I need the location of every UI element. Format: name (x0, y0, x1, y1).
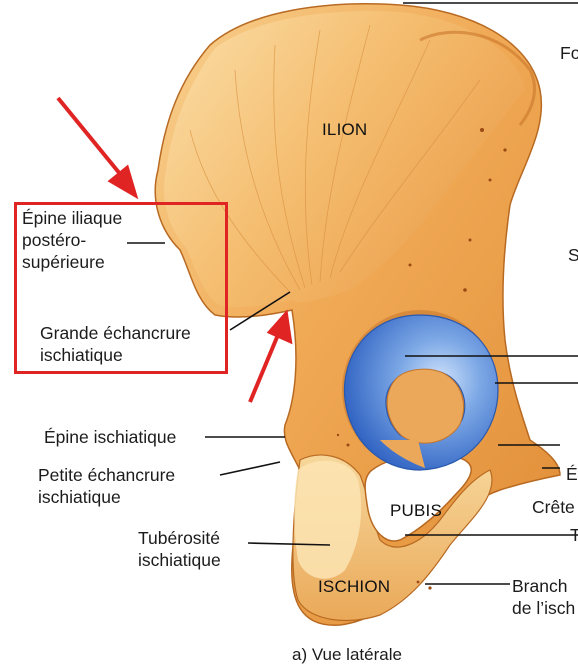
label-ischial-spine: Épine ischiatique (44, 427, 177, 447)
ischial-tuberosity-area (294, 460, 362, 579)
label-right-cut-6: Branch de l’isch (512, 576, 576, 618)
arrow-to-posterior-superior-spine (56, 96, 127, 182)
iliac-wing (164, 10, 525, 308)
label-ilium: ILION (322, 120, 368, 139)
figure-caption: a) Vue latérale (292, 645, 402, 664)
label-right-cut-2: S (568, 245, 578, 265)
label-lesser-sciatic-notch: Petite échancrure ischiatique (38, 465, 176, 507)
label-posterior-superior-iliac-spine: Épine iliaque postéro- supérieure (22, 208, 123, 272)
leader-lines (127, 2, 578, 585)
acetabular-notch (380, 440, 425, 468)
label-right-cut-5: T (570, 525, 578, 545)
label-right-cut-1: Fo (560, 43, 578, 63)
label-greater-sciatic-notch: Grande échancrure ischiatique (40, 323, 191, 365)
annotation-arrows (56, 96, 293, 403)
arrow-to-sciatic-notch (248, 329, 282, 403)
acetabular-fossa (386, 368, 464, 444)
highlight-box (14, 202, 228, 374)
label-ischial-tuberosity: Tubérosité ischiatique (138, 528, 221, 570)
iliac-crest (419, 30, 536, 126)
label-pubis: PUBIS (390, 501, 443, 520)
bone-dots (336, 128, 507, 590)
label-right-cut-4: Crête (532, 497, 575, 517)
label-right-cut-3: É (566, 464, 578, 484)
label-ischium: ISCHION (318, 577, 391, 596)
